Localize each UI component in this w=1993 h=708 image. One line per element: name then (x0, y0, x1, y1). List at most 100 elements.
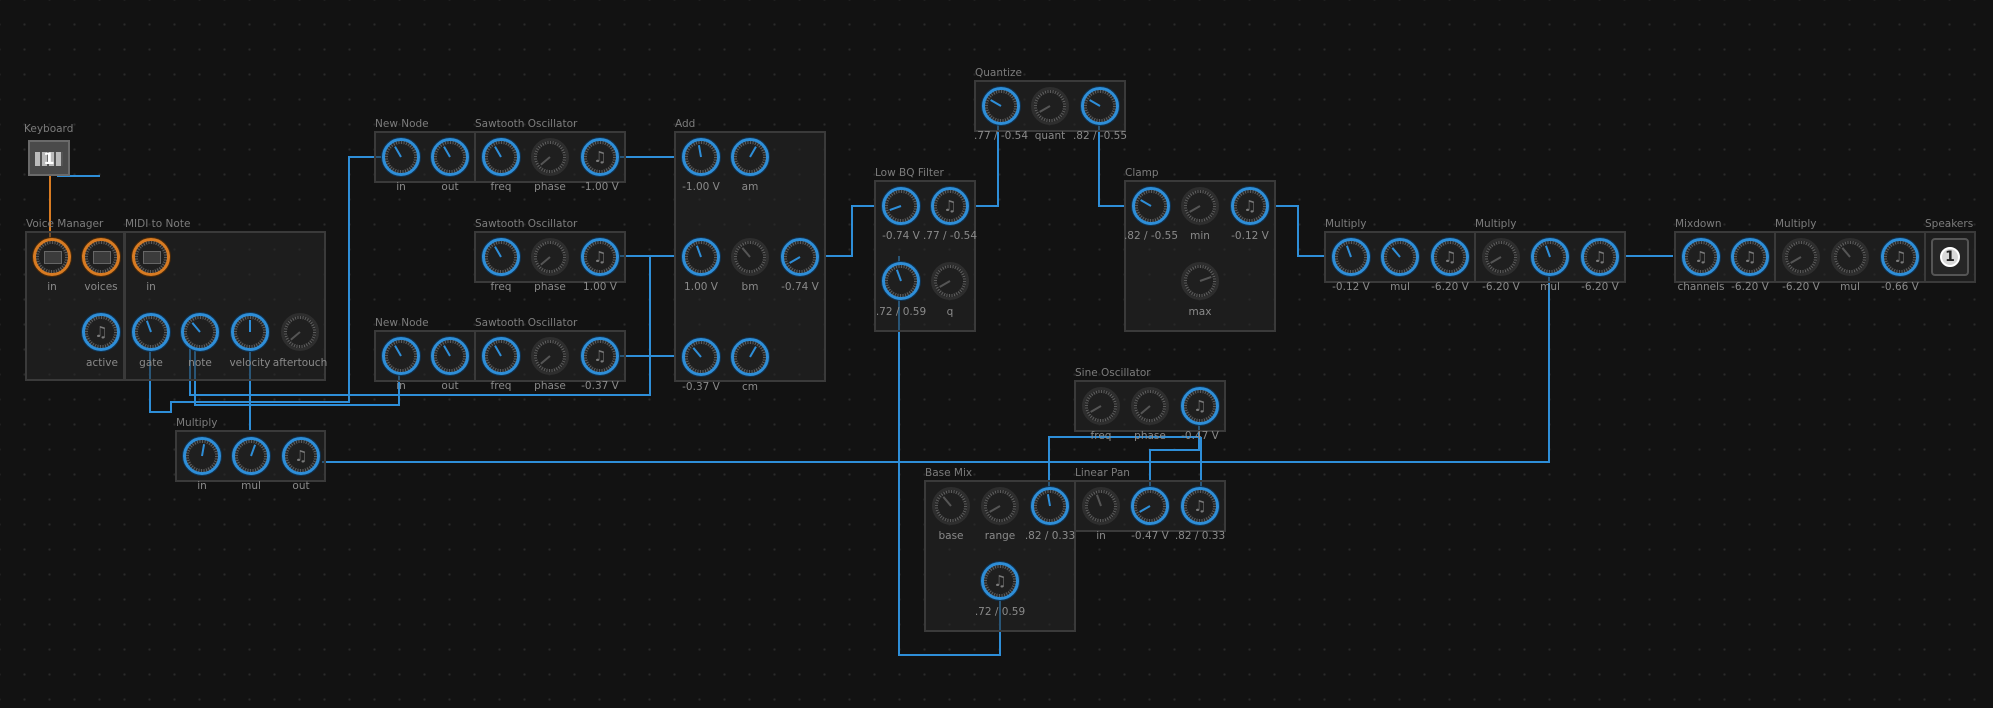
active-port-knob[interactable]: ♫ (82, 313, 120, 351)
sine-oscillator-node[interactable]: Sine Oscillator freq phase ♫ -0.47 V (1074, 367, 1226, 442)
freq-knob[interactable] (482, 337, 520, 375)
node-title: Mixdown (1675, 218, 1722, 230)
multiply-node-3[interactable]: Multiply -6.20 V mul ♫ -0.66 V (1774, 218, 1926, 293)
clamp-node[interactable]: Clamp .82 / -0.55 min ♫ -0.12 V max (1124, 167, 1276, 332)
mul-knob[interactable] (1531, 238, 1569, 276)
phase-knob[interactable] (531, 337, 569, 375)
filter-out-knob[interactable]: ♫ (931, 187, 969, 225)
port-label: -0.12 V (1231, 230, 1269, 242)
phase-knob[interactable] (1131, 387, 1169, 425)
filter-in-knob[interactable] (882, 187, 920, 225)
output-knob[interactable]: ♫ (581, 337, 619, 375)
channels-knob[interactable]: ♫ (1682, 238, 1720, 276)
port-label: 1.00 V (583, 281, 617, 293)
cm-knob[interactable] (731, 338, 769, 376)
keyboard-icon[interactable]: 1 (28, 140, 70, 176)
sine-out-knob[interactable]: ♫ (1181, 387, 1219, 425)
linear-pan-node[interactable]: Linear Pan in -0.47 V ♫ .82 / 0.33 (1074, 467, 1226, 542)
out-knob[interactable]: ♫ (282, 437, 320, 475)
freq-knob[interactable] (482, 238, 520, 276)
sawtooth-oscillator-2[interactable]: Sawtooth Oscillator freq phase ♫ 1.00 V (474, 218, 626, 293)
am-knob[interactable] (731, 138, 769, 176)
base-mix-out-knob[interactable] (1031, 487, 1069, 525)
multiply-left-node[interactable]: Multiply in mul ♫ out (175, 417, 326, 492)
quant-knob[interactable] (1031, 87, 1069, 125)
multiply-node-2[interactable]: Multiply -6.20 V mul ♫ -6.20 V (1474, 218, 1626, 293)
pan-out-knob[interactable]: ♫ (1181, 487, 1219, 525)
sawtooth-oscillator-3[interactable]: Sawtooth Oscillator freq phase ♫ -0.37 V (474, 317, 626, 392)
in-knob[interactable] (1082, 487, 1120, 525)
mul-knob[interactable] (1381, 238, 1419, 276)
music-note-icon: ♫ (1743, 248, 1757, 266)
midi-in-port-knob[interactable] (132, 238, 170, 276)
phase-knob[interactable] (531, 138, 569, 176)
range-knob[interactable] (981, 487, 1019, 525)
out-knob[interactable] (431, 138, 469, 176)
quantize-node[interactable]: Quantize .77 / -0.54 quant .82 / -0.55 (974, 67, 1127, 142)
base-knob[interactable] (932, 487, 970, 525)
sum-knob[interactable] (781, 238, 819, 276)
in-knob[interactable] (1482, 238, 1520, 276)
output-knob[interactable]: ♫ (581, 138, 619, 176)
clamp-out-knob[interactable]: ♫ (1231, 187, 1269, 225)
freq-knob[interactable] (482, 138, 520, 176)
voices-port-knob[interactable] (82, 238, 120, 276)
low-bq-filter-node[interactable]: Low BQ Filter -0.74 V ♫ .77 / -0.54 .72 … (874, 167, 977, 332)
quantize-in-knob[interactable] (982, 87, 1020, 125)
clamp-in-knob[interactable] (1132, 187, 1170, 225)
gate-knob[interactable] (132, 313, 170, 351)
base-mix-in-knob[interactable]: ♫ (981, 562, 1019, 600)
base-mix-node[interactable]: Base Mix base range .82 / 0.33 ♫ .72 / 0… (924, 467, 1076, 632)
c-knob[interactable] (682, 338, 720, 376)
max-knob[interactable] (1181, 262, 1219, 300)
in-knob[interactable] (382, 138, 420, 176)
mixdown-node[interactable]: Mixdown ♫ channels ♫ -6.20 V (1674, 218, 1776, 293)
midi-to-note-node[interactable]: MIDI to Note in active gate note velocit… (86, 218, 327, 381)
phase-knob[interactable] (531, 238, 569, 276)
in-knob[interactable] (183, 437, 221, 475)
speaker-icon[interactable]: 1 (1931, 238, 1969, 276)
cutoff-knob[interactable] (882, 262, 920, 300)
in-port-knob[interactable] (33, 238, 71, 276)
speakers-node[interactable]: Speakers 1 (1924, 218, 1976, 283)
port-label: -0.37 V (682, 381, 720, 393)
port-label: freq (490, 181, 512, 193)
new-node-bottom[interactable]: New Node in out (374, 317, 476, 392)
mixdown-out-knob[interactable]: ♫ (1731, 238, 1769, 276)
out-knob[interactable]: ♫ (1881, 238, 1919, 276)
out-knob[interactable]: ♫ (1581, 238, 1619, 276)
new-node-top[interactable]: New Node in out (374, 118, 476, 193)
out-knob[interactable]: ♫ (1431, 238, 1469, 276)
port-label: in (146, 281, 156, 293)
node-title: Sawtooth Oscillator (475, 317, 578, 329)
port-label: .77 / -0.54 (922, 230, 978, 242)
in-knob[interactable] (1332, 238, 1370, 276)
output-knob[interactable]: ♫ (581, 238, 619, 276)
note-knob[interactable] (181, 313, 219, 351)
quantize-out-knob[interactable] (1081, 87, 1119, 125)
node-title: Clamp (1125, 167, 1159, 179)
in-knob[interactable] (382, 337, 420, 375)
keyboard-node[interactable]: Keyboard 1 (24, 123, 73, 178)
music-note-icon: ♫ (94, 323, 108, 341)
pan-knob[interactable] (1131, 487, 1169, 525)
velocity-knob[interactable] (231, 313, 269, 351)
b-knob[interactable] (682, 238, 720, 276)
min-knob[interactable] (1181, 187, 1219, 225)
multiply-node-1[interactable]: Multiply -0.12 V mul ♫ -6.20 V (1324, 218, 1476, 293)
sawtooth-oscillator-1[interactable]: Sawtooth Oscillator freq phase ♫ -1.00 V (474, 118, 626, 193)
freq-knob[interactable] (1082, 387, 1120, 425)
a-knob[interactable] (682, 138, 720, 176)
aftertouch-knob[interactable] (281, 313, 319, 351)
in-knob[interactable] (1782, 238, 1820, 276)
bm-knob[interactable] (731, 238, 769, 276)
mul-knob[interactable] (1831, 238, 1869, 276)
mul-knob[interactable] (232, 437, 270, 475)
port-label: phase (1134, 430, 1166, 442)
port-label: .72 / 0.59 (875, 306, 927, 318)
port-label: mul (1390, 281, 1410, 293)
q-knob[interactable] (931, 262, 969, 300)
out-knob[interactable] (431, 337, 469, 375)
add-node[interactable]: Add -1.00 V am 1.00 V bm -0.74 V -0.37 V… (674, 118, 826, 393)
port-label: -0.47 V (1181, 430, 1219, 442)
